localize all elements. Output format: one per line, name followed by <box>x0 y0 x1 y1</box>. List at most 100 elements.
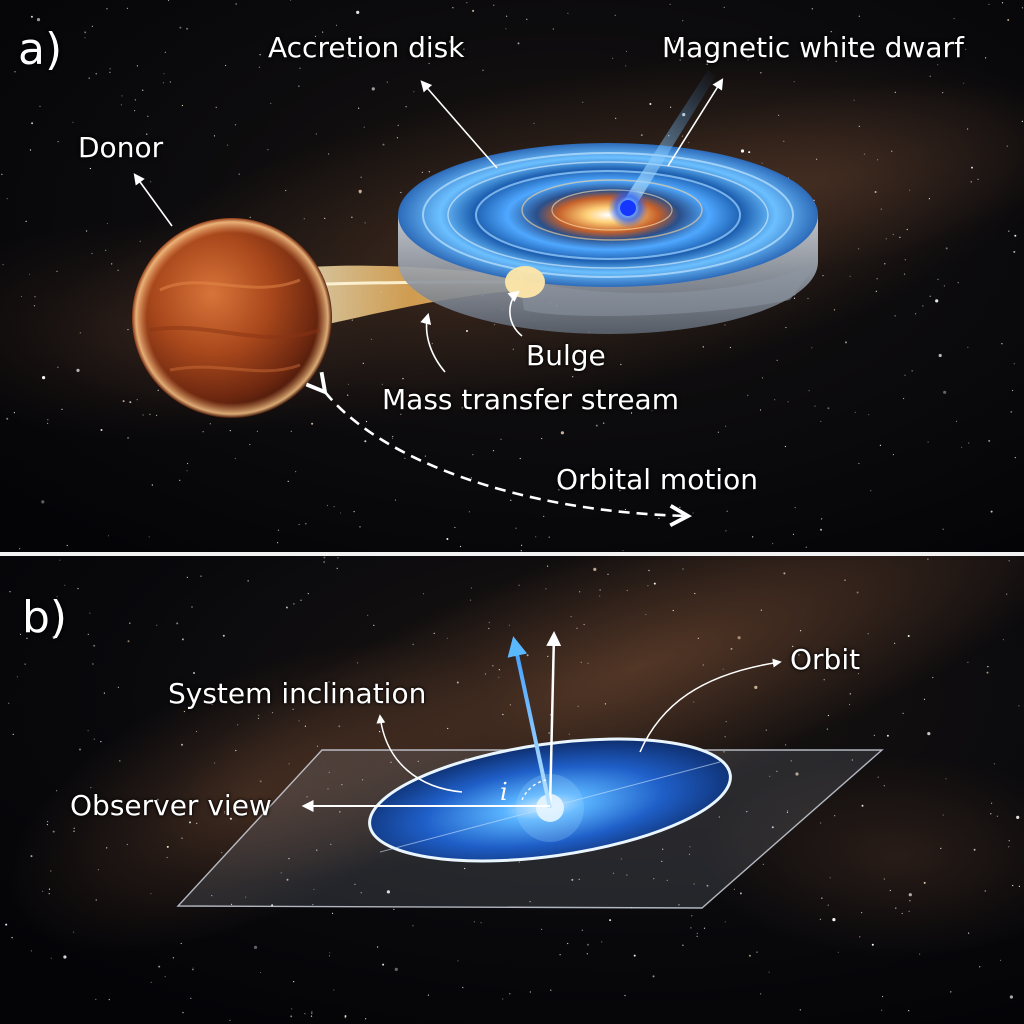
star <box>572 376 574 378</box>
star <box>412 643 414 645</box>
star <box>431 343 433 345</box>
star <box>506 15 508 17</box>
star <box>823 679 825 681</box>
star <box>347 57 349 59</box>
star <box>166 845 169 848</box>
star <box>723 751 725 753</box>
star <box>377 946 379 948</box>
star <box>41 500 45 504</box>
star <box>625 50 628 53</box>
panel-a-illustration <box>0 0 1024 552</box>
star <box>186 27 189 30</box>
star <box>1014 457 1016 459</box>
star <box>624 508 627 511</box>
star <box>988 3 990 5</box>
star <box>880 208 882 210</box>
star <box>688 141 690 144</box>
star <box>883 785 885 787</box>
star <box>529 991 531 993</box>
star <box>570 616 572 618</box>
star <box>56 595 58 598</box>
star <box>122 400 125 403</box>
star <box>42 376 46 380</box>
star <box>11 937 13 939</box>
star <box>364 440 367 443</box>
star <box>121 95 123 97</box>
star <box>549 714 552 716</box>
star <box>892 454 895 456</box>
star <box>89 612 91 614</box>
star <box>682 568 684 570</box>
star <box>935 299 939 303</box>
star <box>577 705 579 707</box>
star <box>690 927 692 929</box>
star <box>146 133 148 135</box>
bulge-label: Bulge <box>526 339 606 372</box>
star <box>446 637 448 639</box>
star <box>694 592 696 595</box>
star <box>785 744 787 746</box>
star <box>365 1018 367 1020</box>
star <box>382 143 385 146</box>
star <box>235 749 237 752</box>
star <box>692 512 694 514</box>
star <box>195 730 198 733</box>
star <box>456 681 459 684</box>
star <box>892 233 894 236</box>
star <box>136 65 138 67</box>
star <box>919 953 921 955</box>
star <box>150 181 152 183</box>
star <box>30 15 33 18</box>
star <box>293 981 295 983</box>
star <box>518 861 521 863</box>
star <box>167 0 170 2</box>
star <box>849 693 851 695</box>
star <box>288 763 290 765</box>
bulge-pointer <box>507 290 523 337</box>
star <box>724 736 726 738</box>
star <box>9 591 11 593</box>
star <box>587 662 589 664</box>
star <box>993 763 996 765</box>
panel-a-letter: a) <box>18 24 63 75</box>
star <box>285 606 288 609</box>
panel-b-letter: b) <box>22 592 68 643</box>
star <box>844 579 846 581</box>
star <box>820 822 822 824</box>
star <box>259 780 262 783</box>
star <box>365 420 368 423</box>
star <box>515 527 517 529</box>
star <box>87 730 89 732</box>
star <box>792 645 794 647</box>
star <box>149 413 151 415</box>
star <box>151 484 153 486</box>
star <box>612 57 614 59</box>
star <box>386 890 390 894</box>
star <box>315 133 317 135</box>
star <box>571 878 574 881</box>
star <box>119 760 121 762</box>
star <box>816 158 818 160</box>
star <box>187 462 189 465</box>
star <box>909 900 911 902</box>
star <box>392 437 394 439</box>
star <box>599 364 602 366</box>
star <box>76 368 80 372</box>
star <box>1016 815 1020 819</box>
star <box>854 411 856 413</box>
star <box>311 1011 313 1013</box>
star <box>36 18 41 22</box>
star <box>512 348 514 350</box>
star <box>991 802 993 804</box>
star <box>681 135 684 137</box>
star <box>47 422 49 424</box>
star <box>520 550 522 552</box>
star <box>784 445 787 448</box>
star <box>29 273 31 275</box>
star <box>386 81 388 83</box>
star <box>20 295 23 298</box>
accretion-disk-pointer <box>420 80 498 169</box>
star <box>567 12 569 14</box>
star <box>226 144 229 146</box>
star <box>91 252 93 255</box>
